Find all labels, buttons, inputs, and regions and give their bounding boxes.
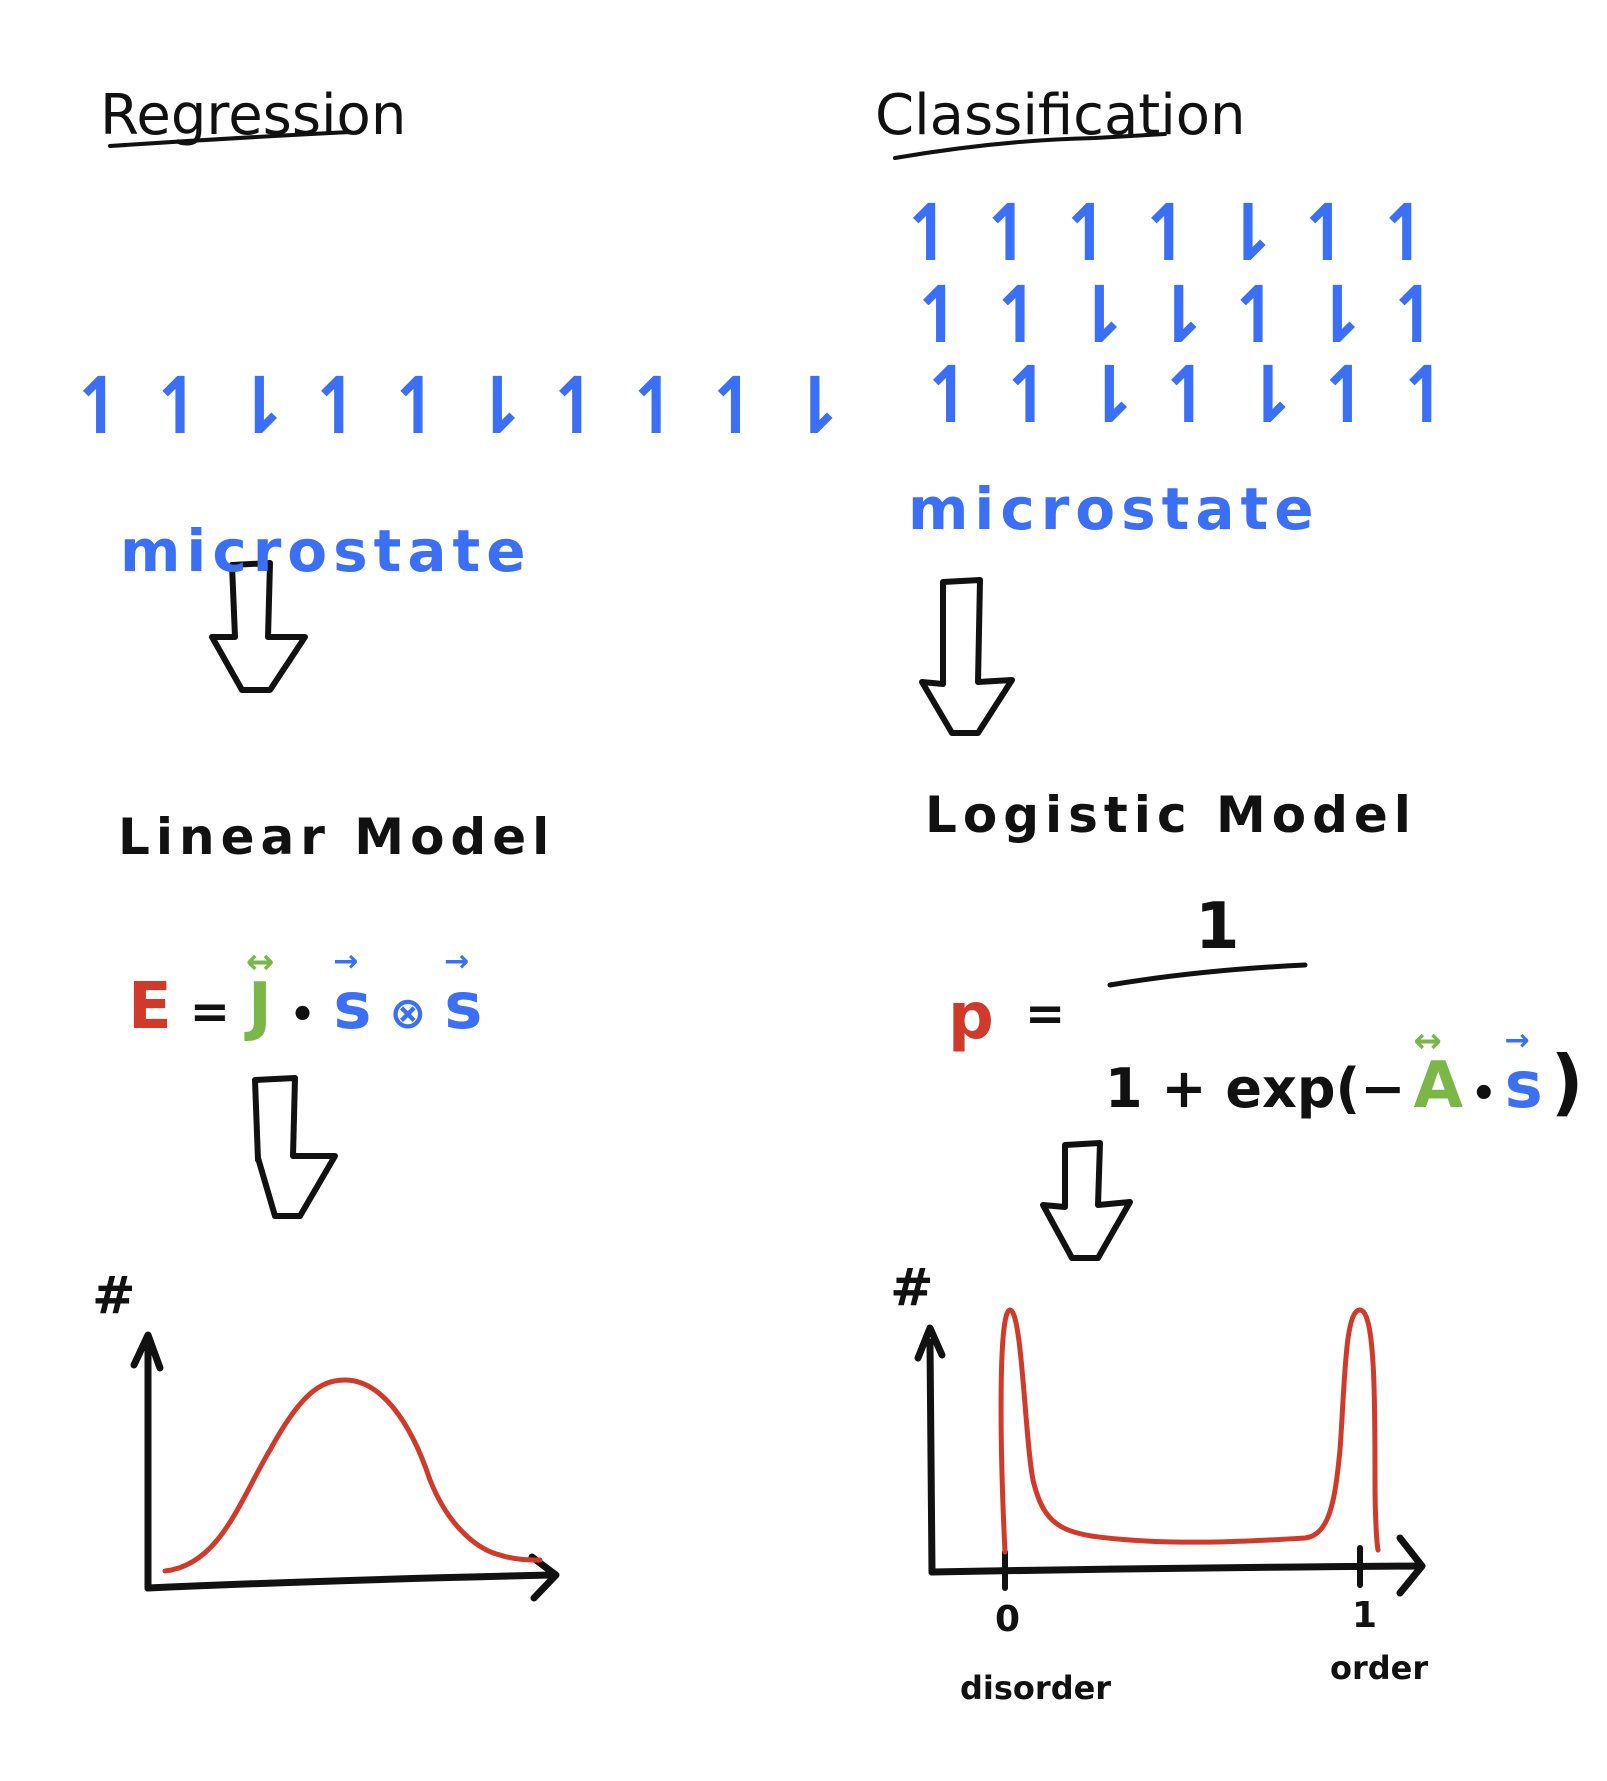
y-axis-label: # [890, 1258, 934, 1318]
vector-arrow-icon: → [1504, 1023, 1530, 1058]
spin-row: ↿↿⇂↿↿⇂↿↿↿⇂ [68, 362, 862, 452]
denominator: 1 + exp(− ↔ A • → s ) [1105, 1021, 1584, 1124]
equals-sign: = [189, 984, 230, 1040]
vector-arrow-icon: → [333, 944, 359, 979]
spin-row: ↿↿⇂↿⇂↿↿ [918, 351, 1474, 441]
dot-operator: • [1471, 1071, 1497, 1117]
denominator-prefix: 1 + exp(− [1105, 1057, 1406, 1120]
spin-row: ↿↿↿↿⇂↿↿ [898, 189, 1454, 279]
coefficient-matrix: ↔ A [1413, 1021, 1463, 1123]
outer-product-symbol: ⊗ [389, 988, 427, 1039]
arrow-down-icon [252, 1075, 338, 1219]
y-axis-arrowhead [130, 1331, 164, 1372]
dot-operator: • [289, 992, 316, 1038]
equals-sign: = [1025, 986, 1066, 1042]
classification-heading-underline [893, 132, 1167, 160]
tick-label-1: 1 [1352, 1595, 1378, 1636]
order-label: order [1330, 1649, 1429, 1687]
arrow-down-icon [209, 560, 308, 693]
coupling-matrix: ↔ J [245, 942, 275, 1044]
closing-paren: ) [1550, 1040, 1584, 1124]
x-axis [144, 1571, 556, 1592]
arrow-down-icon [1040, 1140, 1133, 1261]
arrow-down-icon [919, 577, 1015, 736]
classification-panel: Classification ↿↿↿↿⇂↿↿ ↿↿⇂⇂↿⇂↿ ↿↿⇂↿⇂↿↿ m… [800, 0, 1600, 1781]
logistic-model-label: Logistic Model [925, 786, 1417, 844]
tick-label-0: 0 [995, 1599, 1021, 1640]
y-axis-arrowhead [914, 1324, 946, 1362]
microstate-label: microstate [908, 475, 1320, 543]
microstate-label: microstate [120, 517, 532, 585]
x-axis [928, 1562, 1422, 1576]
energy-equation: E = ↔ J • → s ⊗ → s [128, 942, 483, 1044]
double-arrow-icon: ↔ [1413, 1021, 1442, 1061]
spin-vector: → s [444, 944, 483, 1044]
spin-row: ↿↿⇂⇂↿⇂↿ [908, 271, 1464, 361]
spin-vector: → s [333, 944, 372, 1044]
linear-model-label: Linear Model [118, 808, 556, 866]
probability-symbol: p [948, 980, 994, 1054]
regression-panel: Regression ↿↿⇂↿↿⇂↿↿↿⇂ microstate Linear … [0, 0, 848, 1781]
double-arrow-icon: ↔ [245, 942, 275, 982]
energy-symbol: E [128, 970, 172, 1044]
y-axis [926, 1338, 936, 1576]
regression-drawing [108, 130, 560, 1602]
fraction-bar [1107, 962, 1308, 988]
distribution-curve [162, 1377, 543, 1574]
regression-heading-underline [108, 130, 352, 148]
classification-drawing [893, 132, 1426, 1597]
vector-arrow-icon: → [444, 944, 470, 979]
x-axis-arrowhead [528, 1553, 560, 1602]
disorder-label: disorder [960, 1669, 1112, 1707]
classification-heading: Classification [875, 83, 1246, 148]
x-axis-arrowhead [1396, 1534, 1426, 1597]
distribution-curve [998, 1307, 1381, 1555]
spin-vector: → s [1504, 1023, 1543, 1123]
regression-heading: Regression [100, 83, 407, 148]
numerator: 1 [1195, 890, 1240, 964]
y-axis-label: # [92, 1266, 136, 1326]
